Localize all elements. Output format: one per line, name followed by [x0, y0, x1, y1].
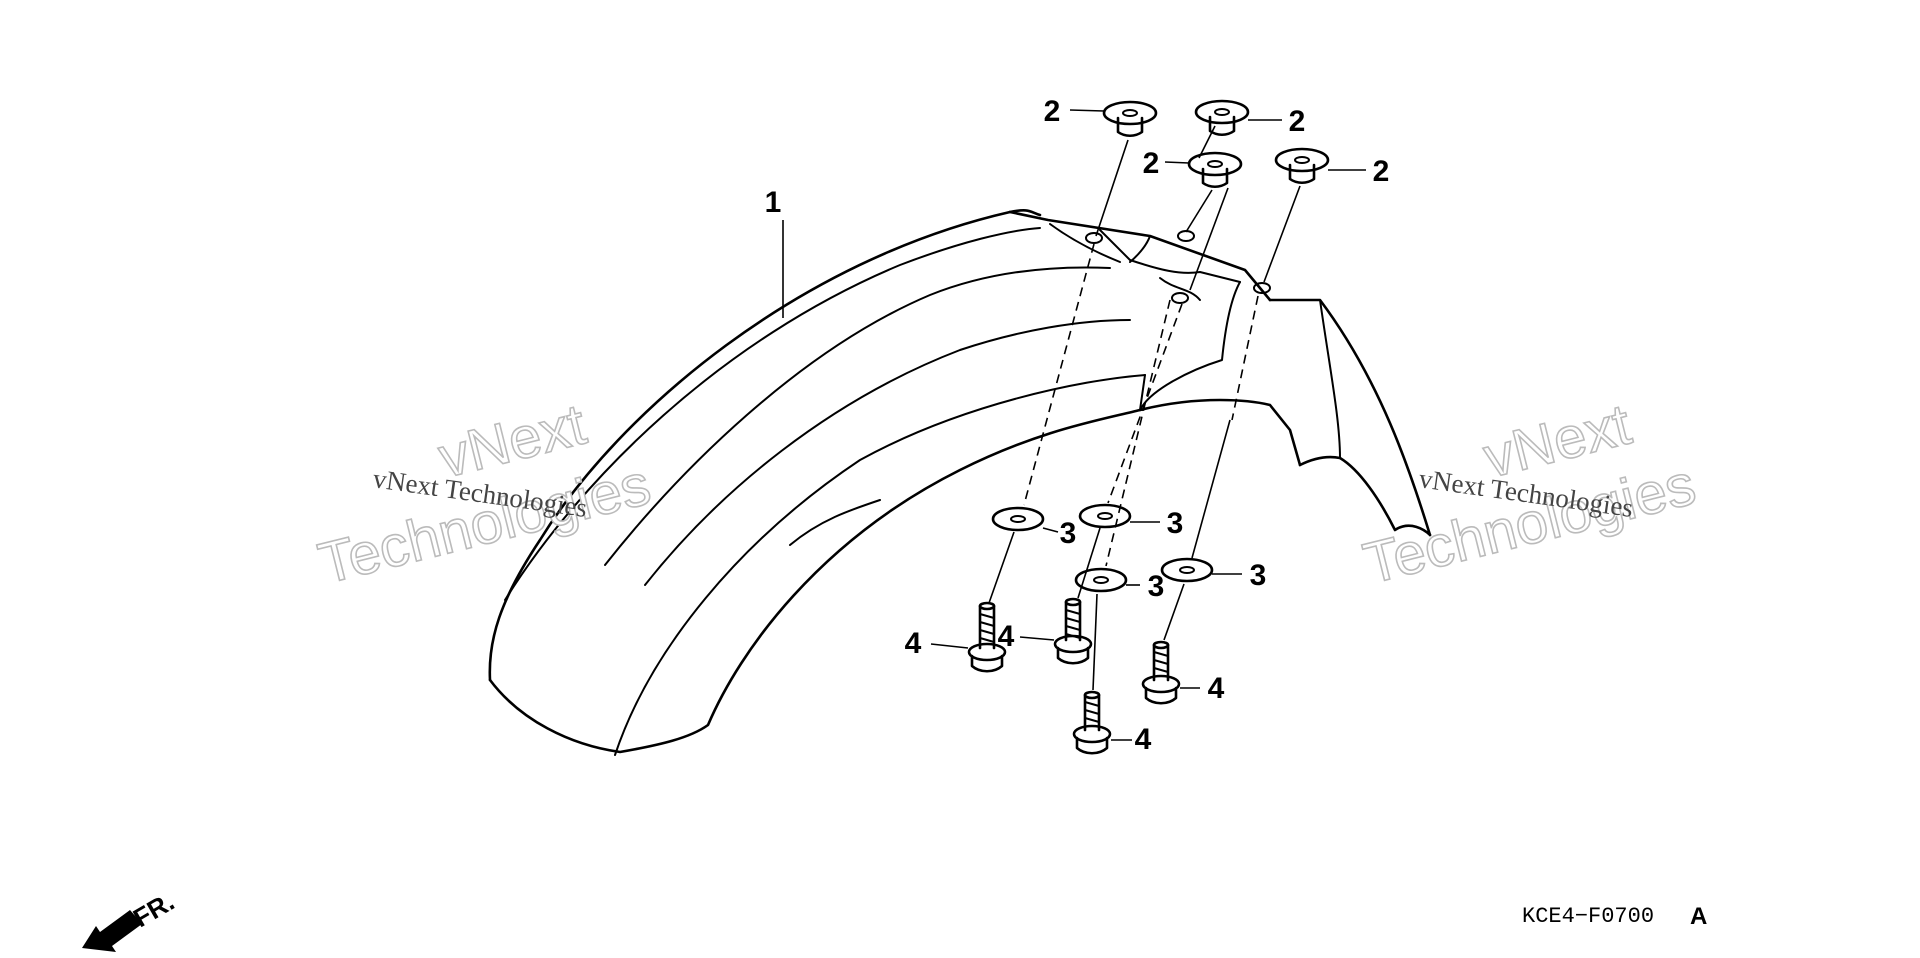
callout-washer: 3 [1167, 507, 1184, 540]
assembly-lines [988, 125, 1301, 691]
cap-nut [1069, 100, 1158, 138]
callout-washer: 3 [1060, 517, 1077, 550]
callout-bolt: 4 [998, 620, 1015, 653]
arrow-icon [82, 910, 142, 952]
cap-nut [1194, 99, 1282, 137]
cap-nut [1274, 147, 1366, 185]
callout-cap-nut: 2 [1044, 95, 1061, 128]
part-code-suffix: A [1690, 903, 1707, 930]
callout-washer: 3 [1250, 559, 1267, 592]
callout-bolt: 4 [1135, 723, 1152, 756]
callout-bolt: 4 [905, 627, 922, 660]
washer [1160, 557, 1242, 583]
washer-group: 3 3 3 3 [991, 503, 1267, 603]
washer [1078, 503, 1160, 529]
part-code: KCE4−F0700 A [1522, 903, 1707, 930]
washer [991, 506, 1059, 533]
watermark-right: vNext Technologies vNext Technologies [1357, 391, 1703, 598]
callout-cap-nut: 2 [1143, 147, 1160, 180]
flange-bolt [930, 601, 1007, 673]
callout-cap-nut: 2 [1373, 155, 1390, 188]
callout-washer: 3 [1148, 570, 1165, 603]
cap-nut-group: 2 2 2 2 [1044, 95, 1390, 189]
washer [1074, 567, 1140, 593]
front-fender: 1 [488, 186, 1432, 756]
callout-fender: 1 [765, 186, 782, 219]
cap-nut [1164, 151, 1243, 189]
flange-bolt [1072, 690, 1132, 755]
bolt-group: 4 4 4 4 [905, 597, 1225, 756]
callout-bolt: 4 [1208, 672, 1225, 705]
flange-bolt [1019, 597, 1093, 665]
flange-bolt [1141, 640, 1200, 705]
callout-cap-nut: 2 [1289, 105, 1306, 138]
part-code-text: KCE4−F0700 [1522, 904, 1654, 929]
front-direction-arrow: FR. [82, 886, 179, 952]
